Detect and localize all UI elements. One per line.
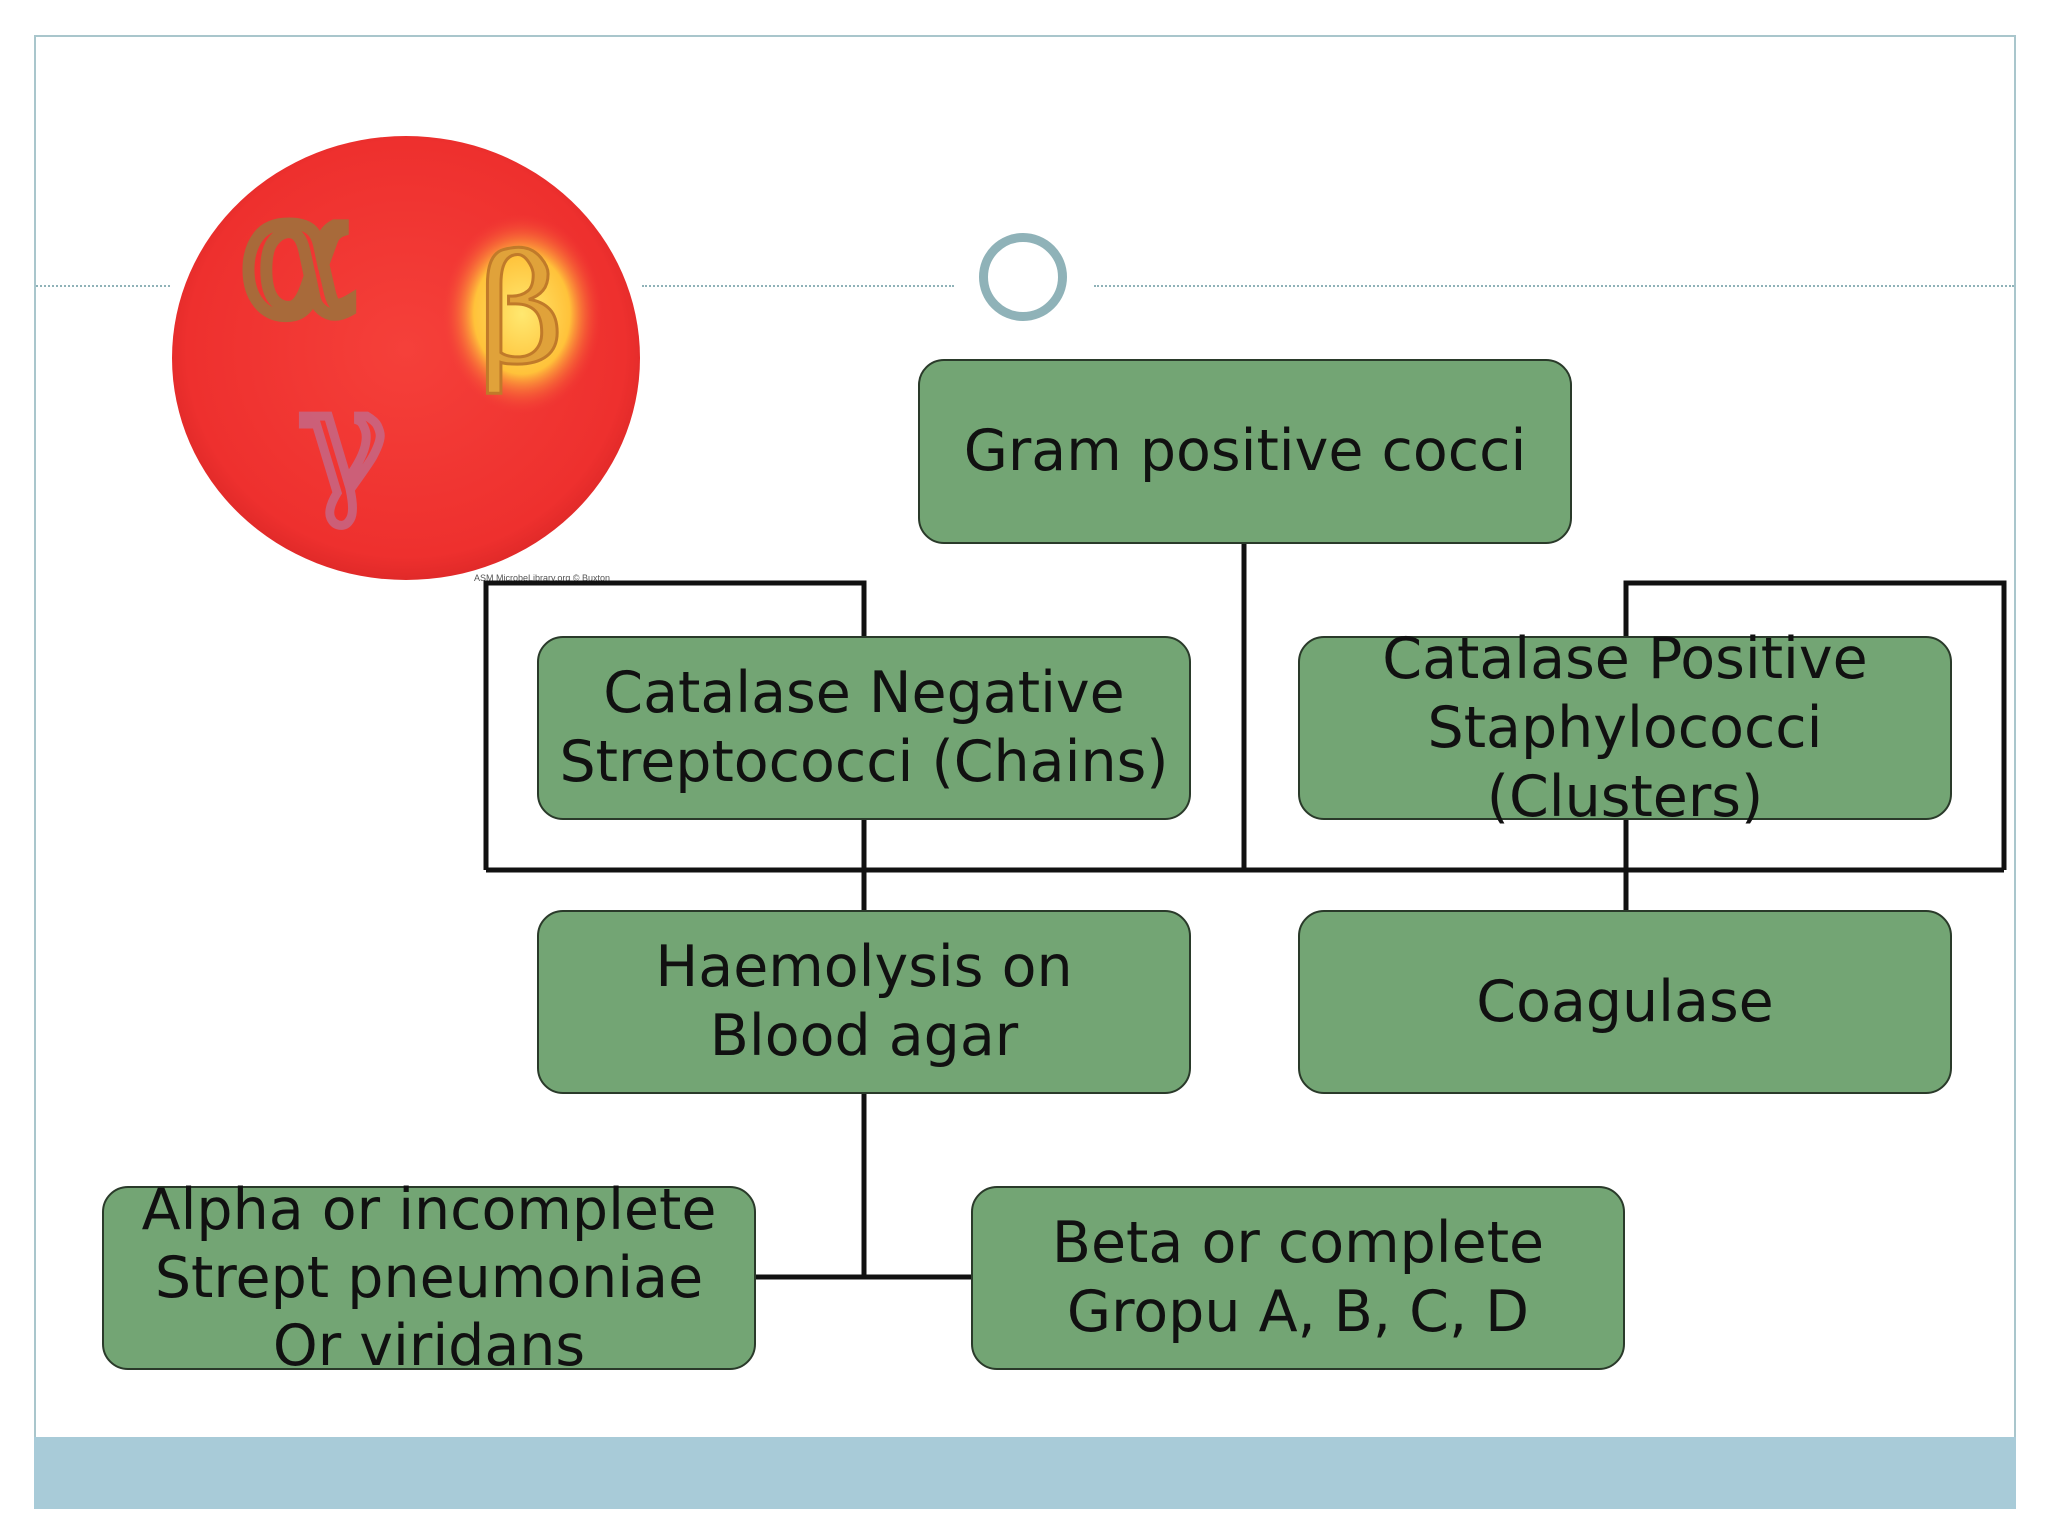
node-gram-positive-cocci: Gram positive cocci: [918, 359, 1572, 544]
decorative-circle-icon: [979, 233, 1067, 321]
connector-right-bracket: [1623, 580, 2007, 870]
title-rule-middle: [642, 285, 954, 287]
footer-band: [34, 1437, 2016, 1509]
node-alpha-incomplete: Alpha or incomplete Strept pneumoniae Or…: [102, 1177, 756, 1379]
node-haemolysis-blood-agar: Haemolysis on Blood agar: [537, 910, 1191, 1094]
blood-agar-plate-image: β α γ: [172, 136, 640, 580]
title-rule-right: [1094, 285, 2014, 287]
node-beta-complete: Beta or complete Gropu A, B, C, D: [971, 1186, 1625, 1370]
image-credit: ASM MicrobeLibrary.org © Buxton: [474, 573, 611, 583]
gamma-colony-glyph: γ: [298, 356, 388, 530]
node-catalase-positive: Catalase Positive Staphylococci (Cluster…: [1298, 626, 1952, 830]
connector-left-bracket: [483, 580, 867, 870]
title-rule-left: [36, 285, 170, 287]
beta-halo: [442, 214, 602, 414]
node-coagulase: Coagulase: [1298, 910, 1952, 1094]
node-catalase-negative: Catalase Negative Streptococci (Chains): [537, 636, 1191, 820]
alpha-colony-glyph: α: [240, 157, 355, 355]
beta-colony-glyph: β: [478, 224, 565, 398]
